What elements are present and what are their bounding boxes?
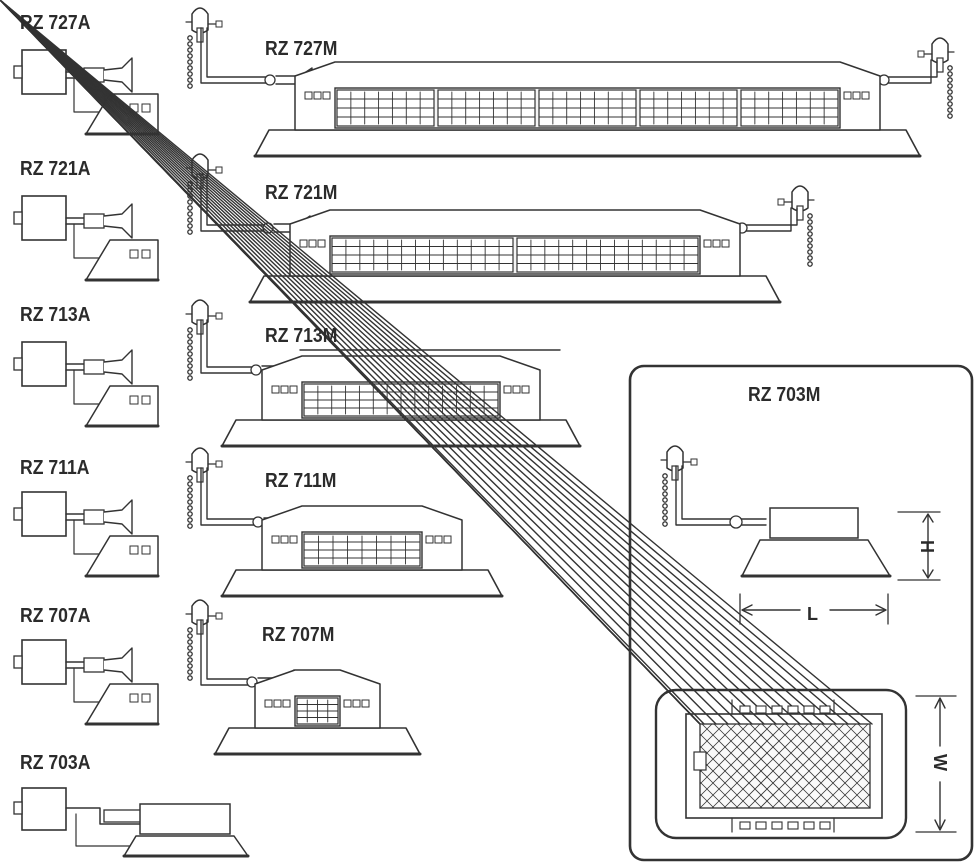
label-rz-707m: RZ 707M	[262, 624, 335, 646]
label-rz-703a: RZ 703A	[20, 752, 91, 774]
label-rz-713a: RZ 713A	[20, 304, 91, 326]
label-rz-721m: RZ 721M	[265, 182, 338, 204]
label-rz-727m: RZ 727M	[265, 38, 338, 60]
heater-rz-703a	[13, 787, 250, 858]
heater-rz-721a	[13, 195, 160, 282]
heater-rz-727m	[185, 7, 955, 158]
dimension-l: L	[807, 604, 818, 624]
heater-rz-711m	[185, 447, 504, 598]
heater-rz-721m	[185, 153, 815, 304]
heater-rz-707m	[185, 599, 422, 756]
label-rz-711a: RZ 711A	[20, 457, 90, 479]
heater-rz-713a	[13, 341, 160, 428]
label-rz-721a: RZ 721A	[20, 158, 91, 180]
heater-rz-707a	[13, 639, 160, 726]
dimension-w: W	[930, 754, 950, 771]
label-rz-703m: RZ 703M	[748, 384, 821, 406]
label-rz-711m: RZ 711M	[265, 470, 337, 492]
heater-rz-713m	[185, 299, 582, 448]
dimension-h: H	[917, 540, 937, 553]
heater-rz-711a	[13, 491, 160, 578]
label-rz-707a: RZ 707A	[20, 605, 91, 627]
label-rz-713m: RZ 713M	[265, 325, 338, 347]
label-rz-727a: RZ 727A	[20, 12, 91, 34]
